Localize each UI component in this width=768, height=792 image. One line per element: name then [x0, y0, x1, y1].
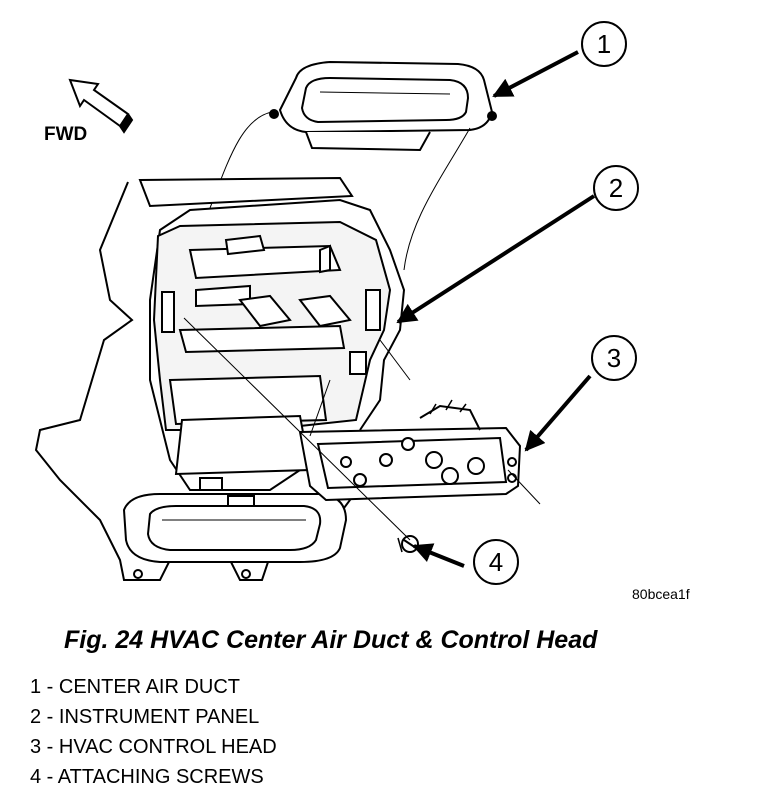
callout-number-1: 1: [597, 29, 611, 59]
callout-arrow-2: [396, 194, 596, 324]
callout-arrows: [396, 50, 596, 568]
drawing-code: 80bcea1f: [632, 586, 690, 602]
parts-legend: 1 - CENTER AIR DUCT 2 - INSTRUMENT PANEL…: [30, 672, 277, 792]
callout-arrow-3: [524, 374, 592, 452]
callout-4: 4: [473, 539, 519, 585]
alignment-lines: [183, 317, 541, 541]
callout-2: 2: [593, 165, 639, 211]
legend-item: 2 - INSTRUMENT PANEL: [30, 706, 260, 728]
hvac-control-head: [298, 399, 522, 502]
fwd-arrow-icon: [68, 78, 134, 134]
center-air-duct: [269, 60, 497, 152]
callout-3: 3: [591, 335, 637, 381]
callout-number-3: 3: [607, 343, 621, 373]
callout-number-2: 2: [609, 173, 623, 203]
legend-item: 3 - HVAC CONTROL HEAD: [30, 736, 277, 758]
callout-arrow-1: [492, 50, 579, 98]
legend-item: 1 - CENTER AIR DUCT: [30, 676, 241, 698]
callout-number-4: 4: [489, 547, 503, 577]
fwd-label: FWD: [44, 124, 88, 145]
instrument-panel: [34, 176, 406, 581]
callout-arrow-4: [412, 543, 465, 568]
legend-item: 4 - ATTACHING SCREWS: [30, 766, 264, 788]
figure-caption: Fig. 24 HVAC Center Air Duct & Control H…: [64, 626, 598, 654]
callout-1: 1: [581, 21, 627, 67]
hvac-exploded-illustration: 1 2 3 4: [34, 21, 639, 585]
